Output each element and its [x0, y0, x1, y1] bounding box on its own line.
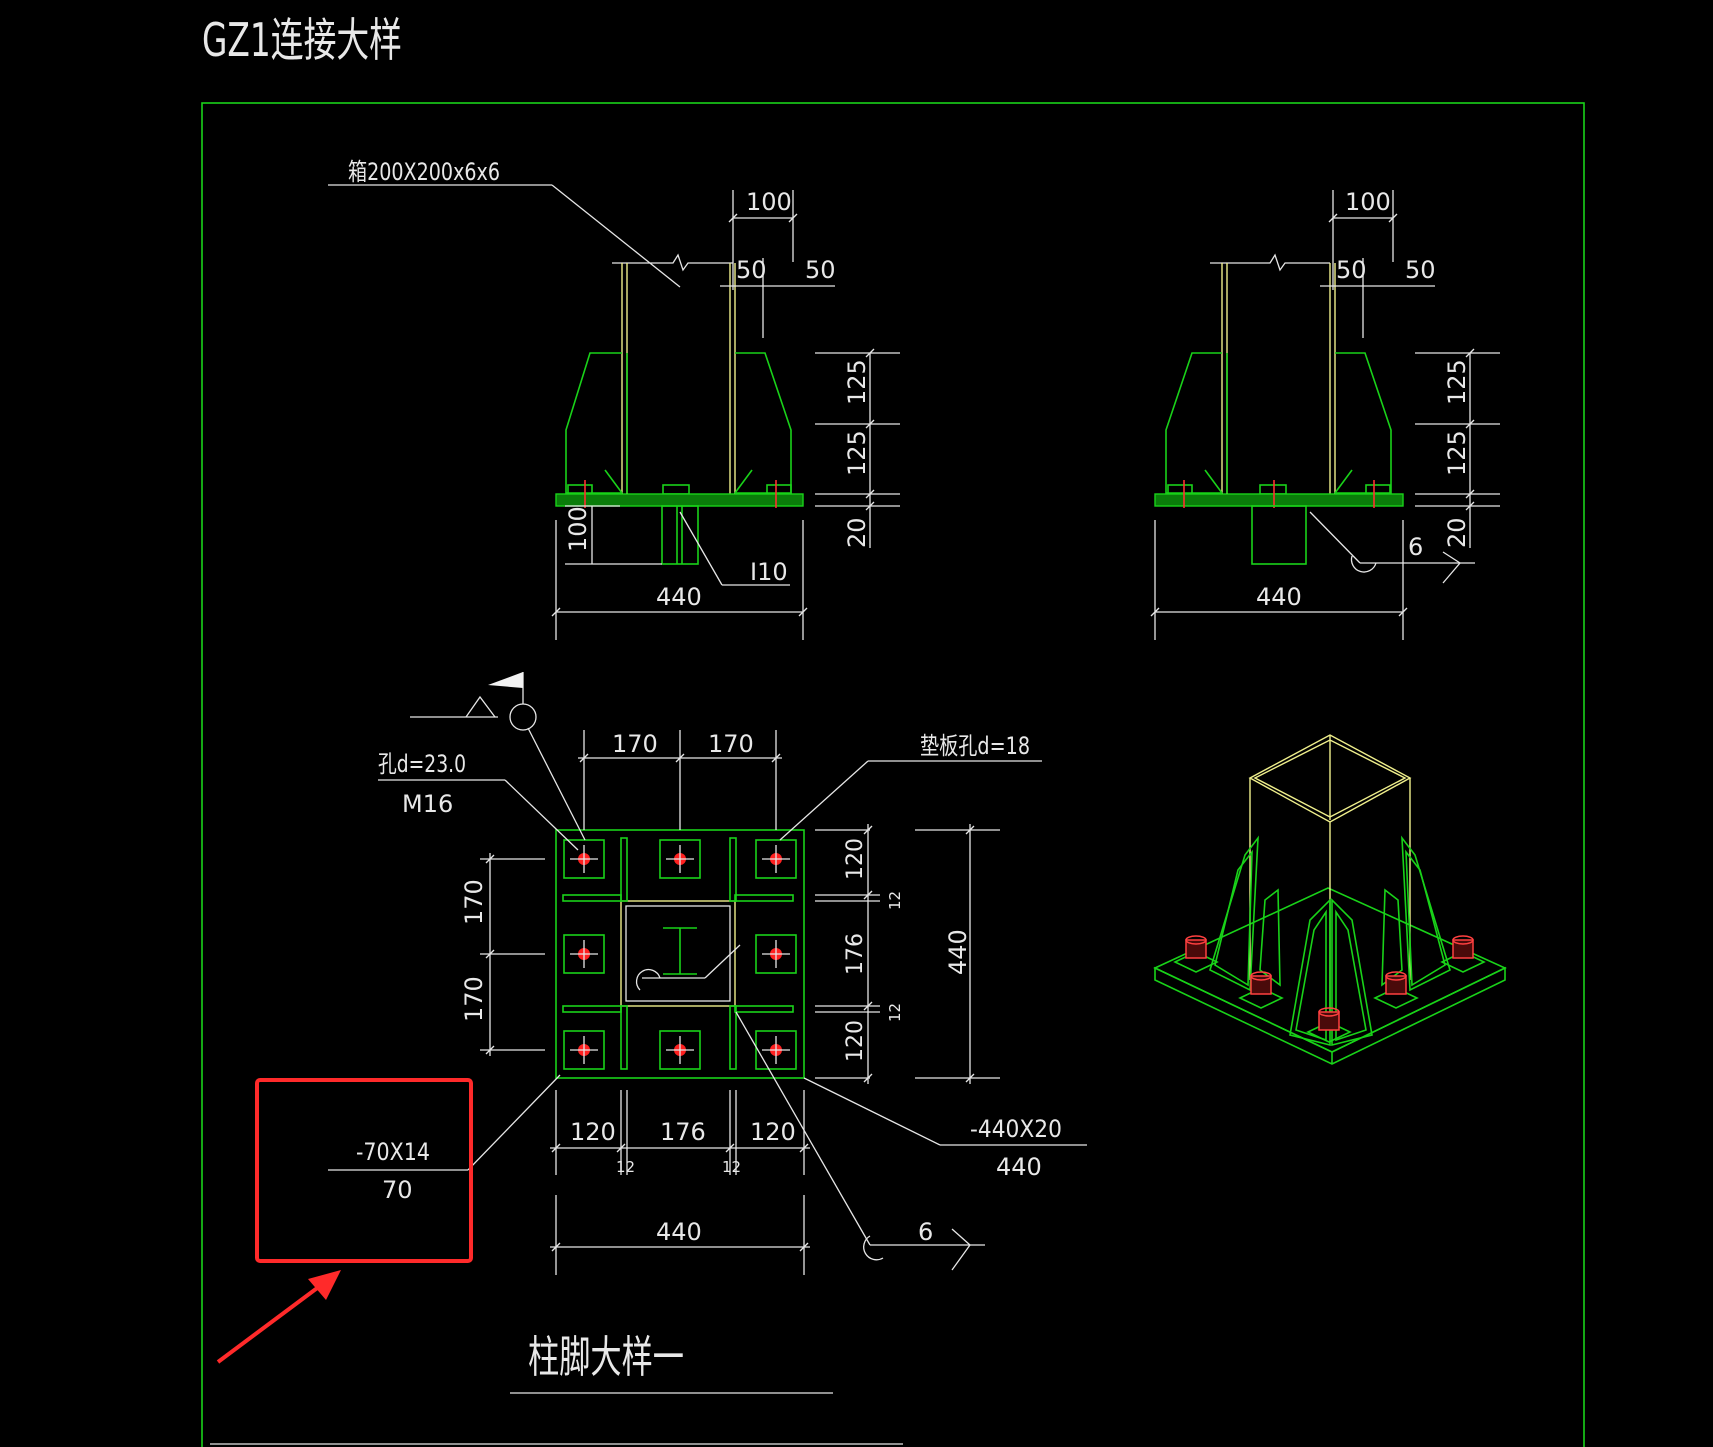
- dim-170-top-a: 170: [612, 730, 658, 758]
- hole-label: 孔d=23.0: [378, 750, 466, 778]
- bolt-label: M16: [402, 790, 453, 818]
- dim-20-r: 20: [1443, 517, 1471, 548]
- dim-125b: 125: [843, 430, 871, 476]
- washer-label: 垫板孔d=18: [920, 732, 1030, 760]
- dim-120-bot-a: 120: [570, 1118, 616, 1146]
- dim-170-left-b: 170: [460, 976, 488, 1022]
- dim-120-bot-c: 120: [750, 1118, 796, 1146]
- detail-caption: 柱脚大样一: [528, 1332, 684, 1383]
- dim-12-right-b: 12: [886, 1003, 904, 1022]
- dim-50b: 50: [805, 256, 836, 284]
- weld-size-r: 6: [1408, 533, 1423, 561]
- dim-50b-r: 50: [1405, 256, 1436, 284]
- highlight-box: [255, 1078, 473, 1263]
- drawing-title: GZ1连接大样: [202, 13, 402, 67]
- dim-440-left-elev: 440: [656, 583, 702, 611]
- dim-50a: 50: [736, 256, 767, 284]
- anchor-bolts: [563, 839, 797, 1070]
- dim-120-right-c: 120: [843, 1020, 868, 1062]
- dim-176-right: 176: [843, 933, 868, 975]
- dim-12-right-a: 12: [886, 891, 904, 910]
- weld-size-plan: 6: [918, 1218, 933, 1246]
- dim-125a: 125: [843, 359, 871, 405]
- plate-label: -440X20: [970, 1115, 1062, 1143]
- dim-50a-r: 50: [1336, 256, 1367, 284]
- dim-20: 20: [843, 517, 871, 548]
- dim-120-right-a: 120: [843, 838, 868, 880]
- dim-440-plan-bottom: 440: [656, 1218, 702, 1246]
- isometric-view: [1153, 734, 1507, 1065]
- dim-125a-r: 125: [1443, 359, 1471, 405]
- dim-100-top: 100: [746, 188, 792, 216]
- shear-key-label: I10: [750, 558, 788, 586]
- highlight-annotation: [216, 1078, 473, 1364]
- elevation-right: 100 50 50 125 125 20 6 440: [1150, 188, 1500, 640]
- dim-100-key: 100: [564, 506, 592, 552]
- section-label: 箱200X200x6x6: [348, 158, 500, 186]
- dim-176-bot: 176: [660, 1118, 706, 1146]
- dim-440-right-elev: 440: [1256, 583, 1302, 611]
- dim-440-plan-right: 440: [944, 929, 972, 975]
- dim-100-top-r: 100: [1345, 188, 1391, 216]
- plan-view: 170 170 170 170 120 176 120 12 12: [328, 672, 1087, 1275]
- drawing-frame: [201, 102, 1585, 1447]
- iso-bolts: [1173, 935, 1486, 1043]
- dim-170-left-a: 170: [460, 879, 488, 925]
- dim-12-bot-b: 12: [722, 1158, 741, 1176]
- elevation-left: 箱200X200x6x6 100 5: [328, 158, 900, 640]
- dim-170-top-b: 170: [708, 730, 754, 758]
- dim-12-bot-a: 12: [616, 1158, 635, 1176]
- stiffener-sub-label: 70: [382, 1176, 413, 1204]
- stiffener-label: -70X14: [356, 1138, 430, 1166]
- dim-125b-r: 125: [1443, 430, 1471, 476]
- plate-sub-label: 440: [996, 1153, 1042, 1181]
